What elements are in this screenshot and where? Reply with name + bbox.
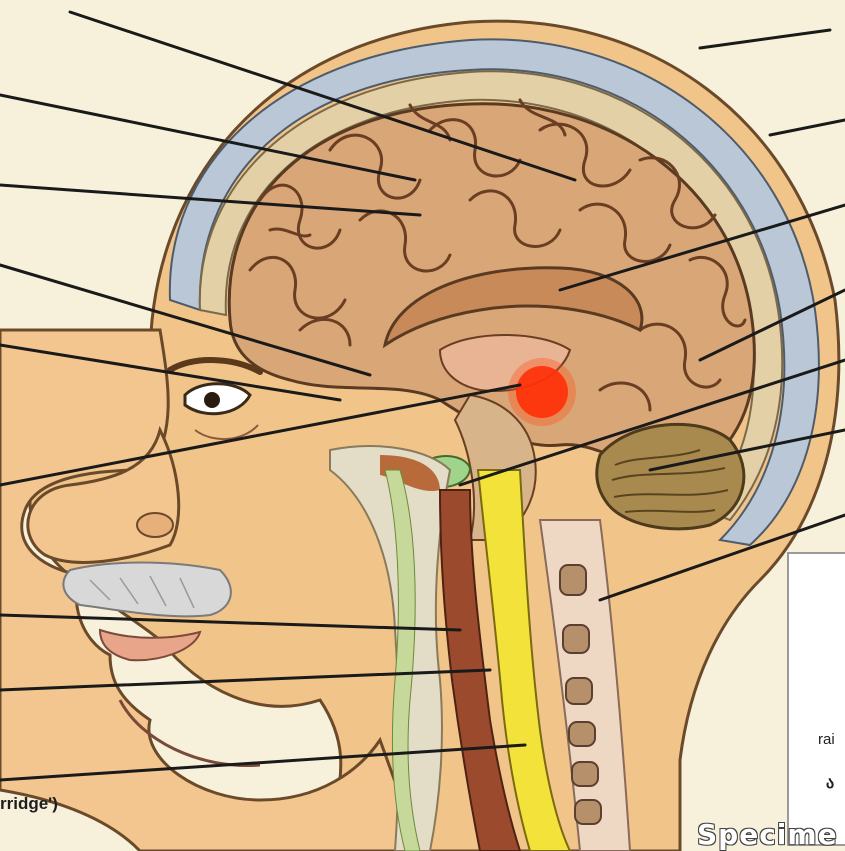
legend-text-fragment: ა <box>826 773 834 793</box>
nostril <box>137 513 173 537</box>
legend-box <box>787 552 845 846</box>
legend-text-fragment: rai <box>818 731 835 748</box>
cerebellum <box>597 424 744 528</box>
pupil <box>204 392 220 408</box>
label-text-fragment: rridge') <box>0 794 58 814</box>
watermark: Specime <box>697 818 838 851</box>
